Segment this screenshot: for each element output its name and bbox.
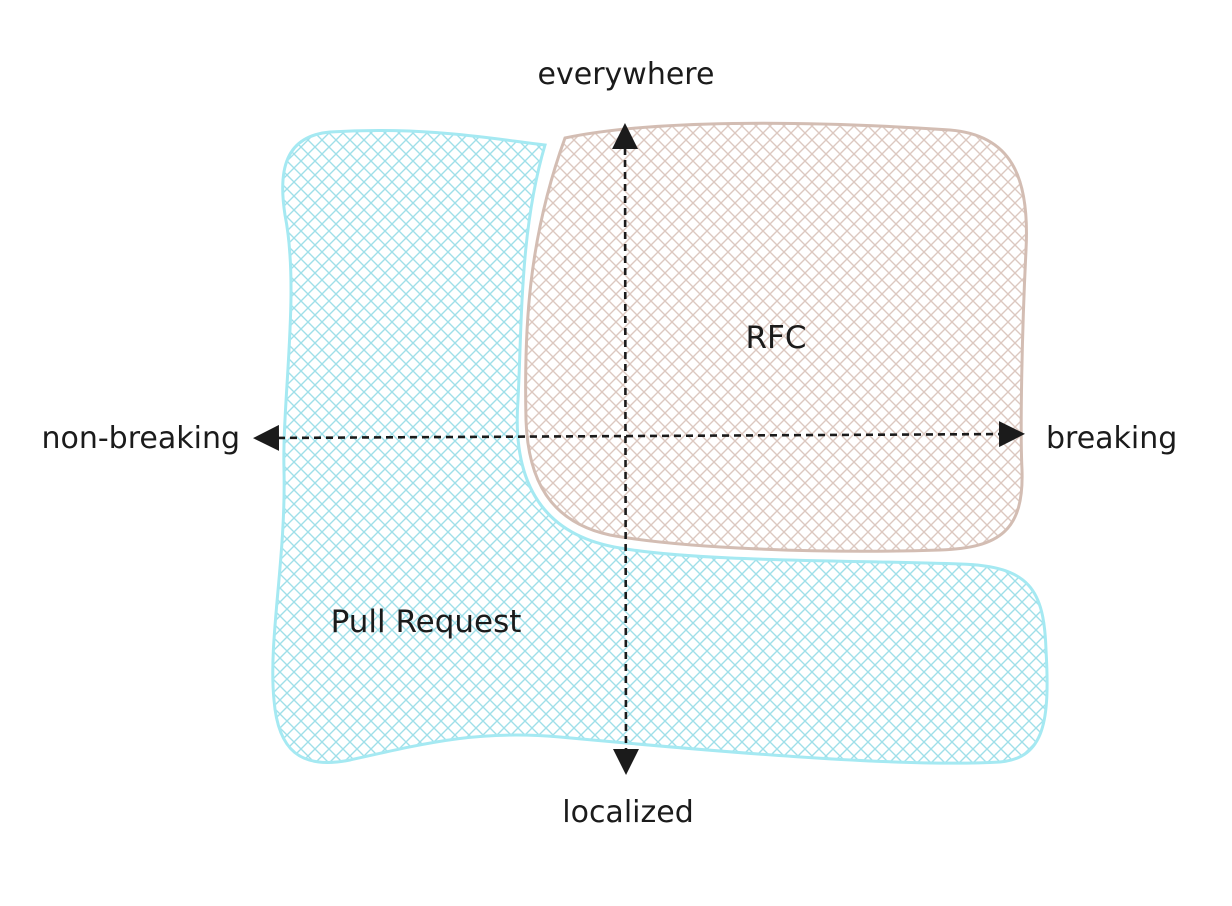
pull-request-label: Pull Request — [331, 604, 522, 640]
axis-label-localized: localized — [562, 795, 693, 830]
axis-label-breaking: breaking — [1046, 421, 1177, 456]
horizontal-axis — [253, 421, 1025, 451]
axis-label-everywhere: everywhere — [538, 57, 715, 92]
rfc-label: RFC — [745, 320, 806, 356]
axis-label-non-breaking: non-breaking — [41, 421, 240, 456]
